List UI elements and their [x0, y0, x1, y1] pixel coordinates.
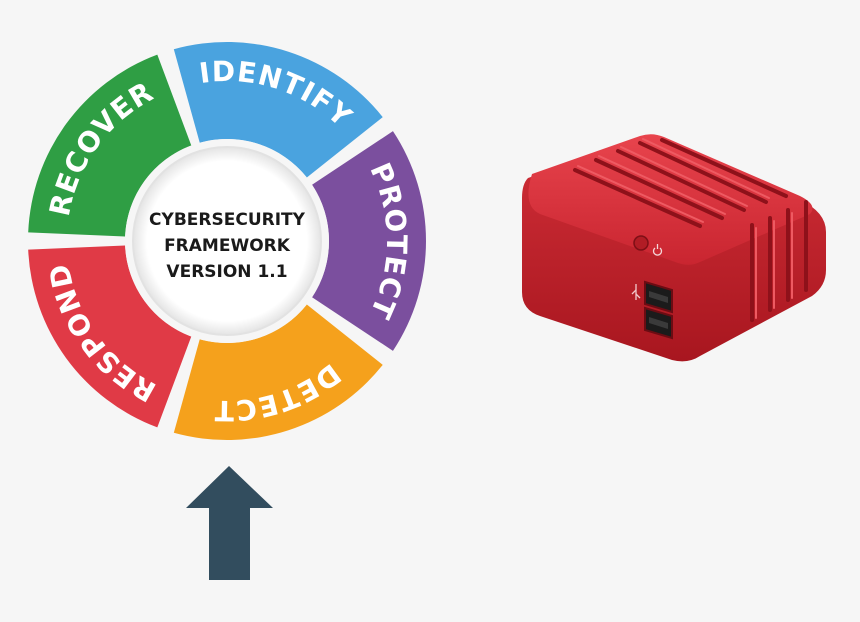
- hub-circle: [132, 146, 322, 336]
- segment-protect: [312, 131, 426, 351]
- power-button: [633, 235, 649, 251]
- usb-port-bottom-tongue: [649, 317, 668, 329]
- center-title-line-3: VERSION 1.1: [166, 262, 287, 282]
- usb-port-top-tongue: [649, 291, 668, 303]
- device-fin-highlights: [577, 138, 793, 319]
- center-title-line-1: CYBERSECURITY: [149, 210, 306, 230]
- segment-detect: [173, 304, 383, 440]
- segment-respond: [28, 245, 192, 428]
- center-title-line-2: FRAMEWORK: [164, 236, 291, 256]
- device-top-face: [528, 134, 813, 265]
- power-icon: [652, 244, 663, 256]
- usb-ports: [644, 280, 673, 340]
- segment-recover: [28, 54, 192, 237]
- segment-identify: [173, 42, 383, 178]
- up-arrow-icon: [186, 466, 273, 580]
- red-mini-pc-device: [522, 134, 826, 362]
- usb-icon: [631, 284, 641, 300]
- device-heat-sink-fins: [573, 138, 808, 322]
